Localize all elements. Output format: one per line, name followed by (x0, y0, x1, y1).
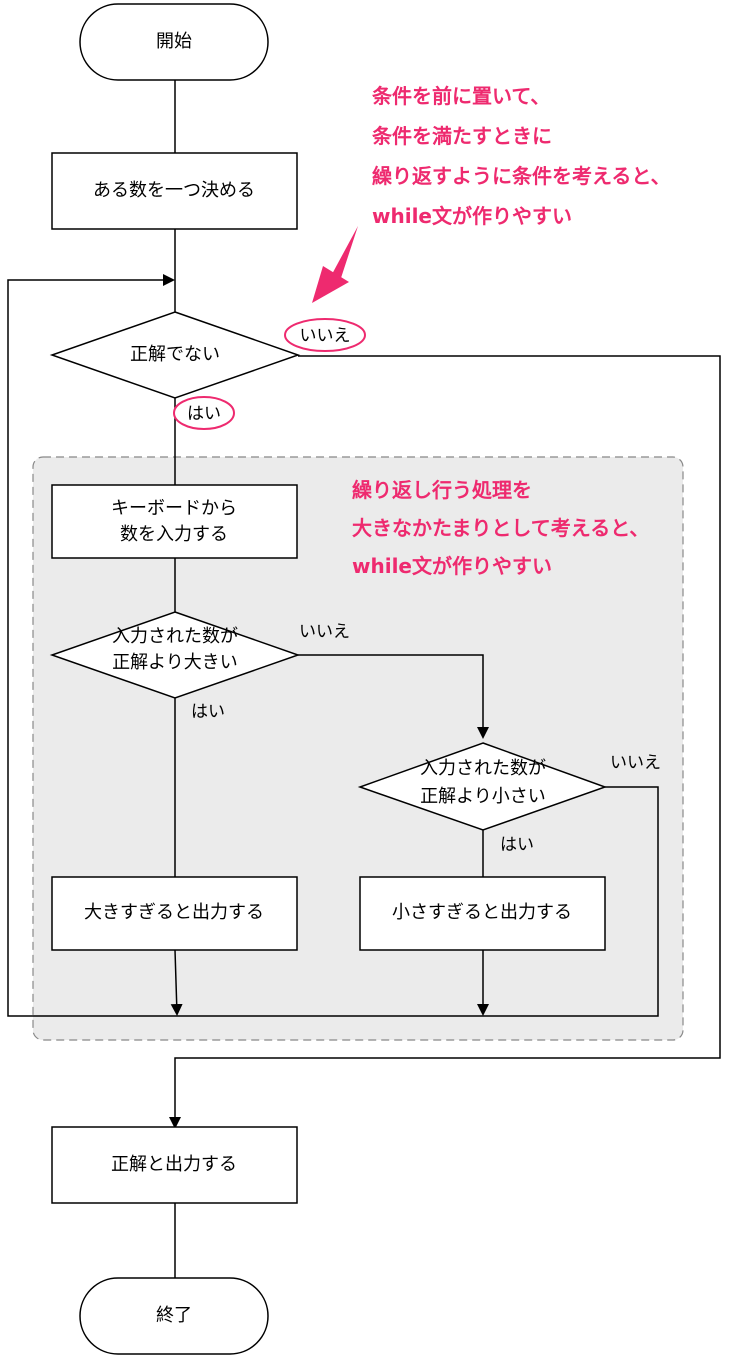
not-correct-decision (49, 311, 301, 399)
condition-note-line4: while文が作りやすい (372, 204, 572, 228)
no-label-highlight (284, 318, 366, 352)
is-bigger-label-line2: 正解より大きい (112, 652, 238, 673)
condition-yes-label: はい (187, 404, 221, 424)
loop-note-line3: while文が作りやすい (352, 554, 552, 578)
end-terminal (79, 1277, 269, 1355)
loop-note-line2: 大きなかたまりとして考えると、 (352, 516, 649, 540)
keyboard-input-process (51, 484, 298, 559)
edge-loop-back (7, 274, 659, 1017)
edge-too-big-to-loop (170, 949, 183, 1016)
is-smaller-label-line2: 正解より小さい (420, 786, 546, 807)
is-bigger-decision (49, 611, 301, 699)
too-big-process (51, 876, 298, 951)
condition-note-line1: 条件を前に置いて、 (372, 84, 550, 108)
bigger-no-label: いいえ (299, 622, 350, 642)
too-small-label: 小さすぎると出力する (392, 902, 572, 923)
too-small-process (359, 876, 606, 951)
smaller-yes-label: はい (500, 835, 534, 855)
start-terminal (79, 3, 269, 81)
bigger-yes-label: はい (191, 702, 225, 722)
callout-arrow-shaft (331, 226, 358, 281)
too-big-label: 大きすぎると出力する (84, 902, 264, 923)
edge-condition-no (169, 355, 721, 1129)
callout-arrow-head (312, 266, 349, 303)
not-correct-label: 正解でない (130, 344, 220, 365)
condition-note-line3: 繰り返すように条件を考えると、 (372, 164, 671, 188)
correct-output-label: 正解と出力する (111, 1154, 237, 1175)
condition-no-label: いいえ (300, 326, 351, 346)
smaller-no-label: いいえ (610, 753, 661, 773)
end-label: 終了 (156, 1305, 192, 1326)
start-label: 開始 (156, 31, 192, 52)
keyboard-input-label-line2: 数を入力する (120, 524, 228, 545)
edge-bigger-no (298, 654, 489, 739)
condition-note-line2: 条件を満たすときに (372, 124, 552, 148)
yes-label-highlight (173, 396, 235, 430)
is-smaller-label-line1: 入力された数が (420, 758, 546, 779)
pick-number-process (51, 152, 298, 230)
is-bigger-label-line1: 入力された数が (112, 626, 238, 647)
loop-note-line1: 繰り返し行う処理を (352, 478, 532, 502)
correct-output-process (51, 1126, 298, 1204)
is-smaller-decision (357, 742, 608, 831)
keyboard-input-label-line1: キーボードから (111, 498, 237, 519)
pick-number-label: ある数を一つ決める (93, 180, 255, 201)
